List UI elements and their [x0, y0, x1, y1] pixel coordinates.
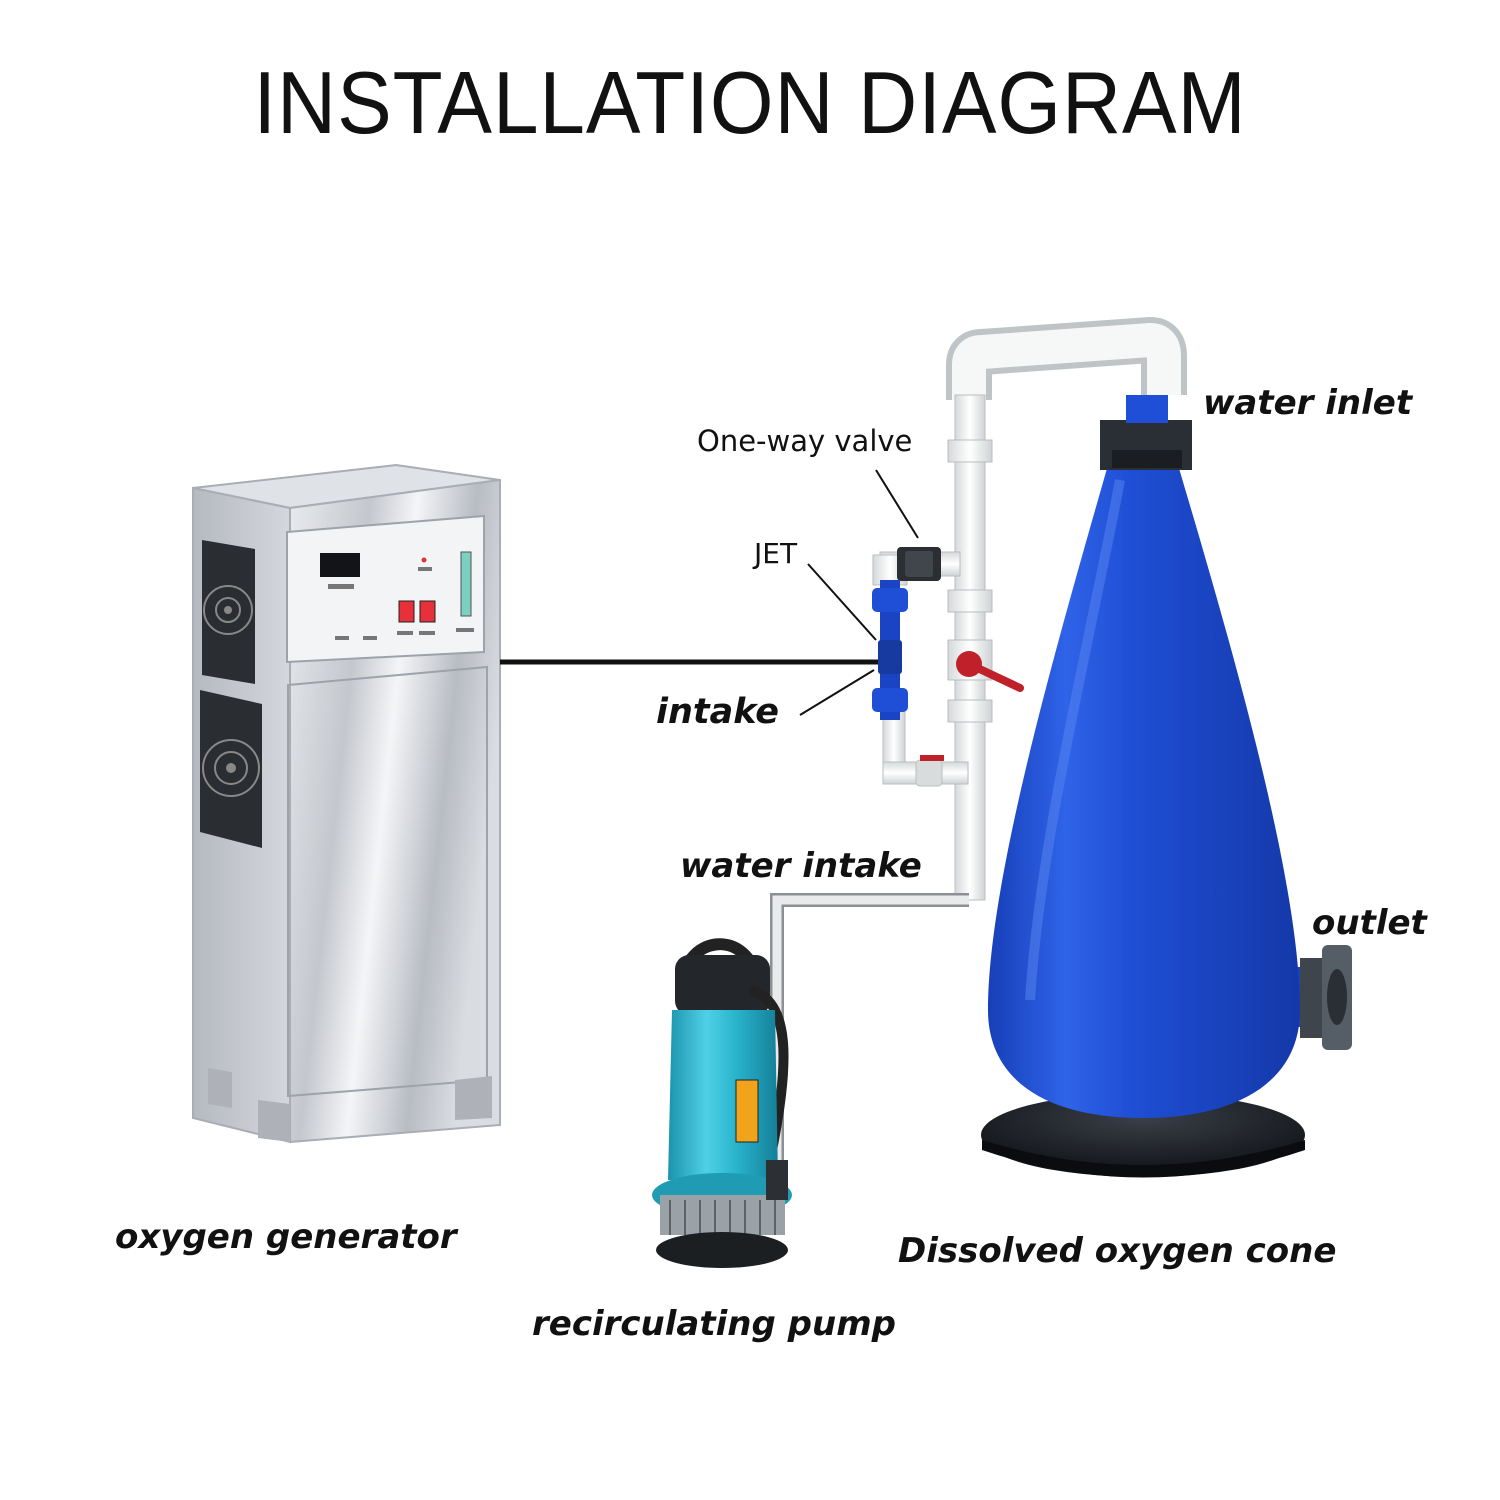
ball-valve-icon	[915, 755, 944, 787]
label-outlet: outlet	[1312, 903, 1427, 943]
one-way-valve-icon	[897, 547, 941, 581]
fan-icon	[202, 540, 255, 684]
label-jet: JET	[754, 537, 798, 570]
page-title: INSTALLATION DIAGRAM	[253, 53, 1247, 152]
display-screen	[320, 553, 360, 577]
oxygen-generator-icon	[192, 463, 501, 1144]
label-recirculating-pump: recirculating pump	[532, 1304, 896, 1344]
pipe-network	[770, 317, 1187, 1170]
ball-valve-icon	[956, 651, 1024, 692]
jet-injector-icon	[872, 580, 908, 720]
recirculating-pump-icon	[652, 938, 792, 1268]
fan-icon	[200, 690, 262, 848]
label-water-intake: water intake	[680, 846, 922, 886]
label-dissolved-oxygen-cone: Dissolved oxygen cone	[898, 1231, 1337, 1271]
dissolved-oxygen-cone-icon	[981, 395, 1352, 1178]
label-one-way-valve: One-way valve	[697, 424, 913, 458]
label-water-inlet: water inlet	[1203, 383, 1413, 423]
leader-lines	[799, 469, 919, 716]
label-intake: intake	[656, 692, 780, 732]
label-oxygen-generator: oxygen generator	[115, 1217, 457, 1257]
